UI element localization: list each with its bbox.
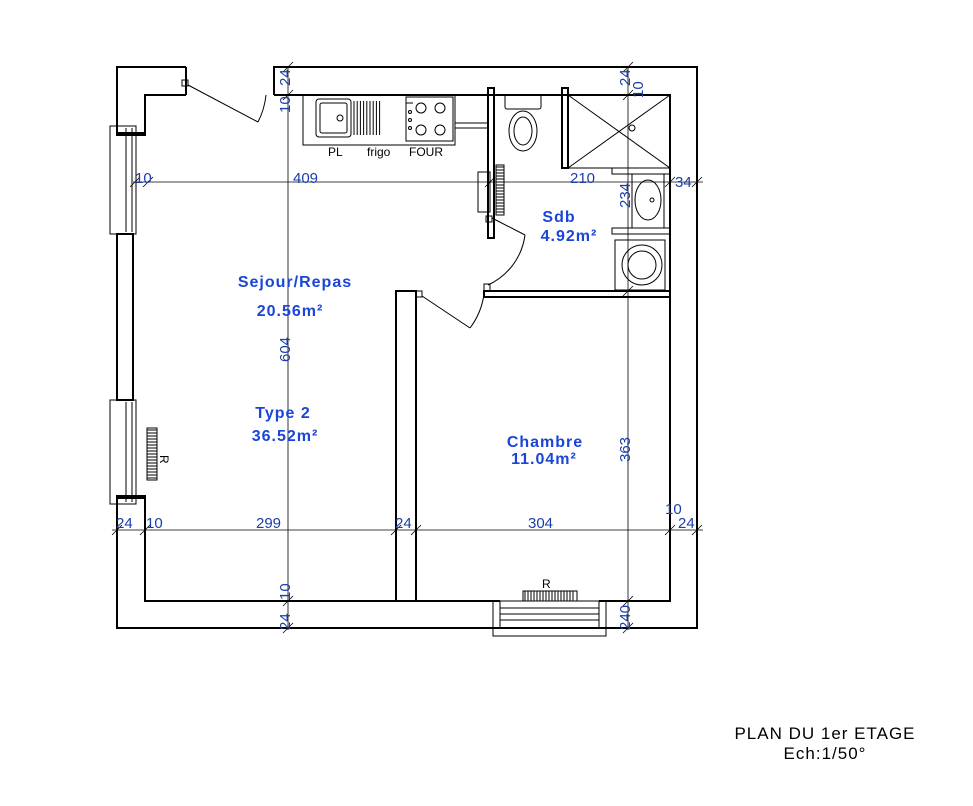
sdb-name: Sdb	[542, 209, 575, 226]
chambre-area: 11.04m²	[511, 451, 577, 468]
pl-label: PL	[328, 145, 343, 159]
outer-walls	[116, 66, 698, 629]
radiator-label: R	[542, 577, 551, 591]
sdb-area: 4.92m²	[541, 228, 598, 245]
dim-24-right: 24	[678, 515, 695, 532]
frigo-label: frigo	[367, 145, 391, 159]
bathroom	[477, 94, 671, 291]
dim-409: 409	[293, 170, 318, 187]
dim-10-right: 10	[665, 501, 682, 518]
dim-10-bottom-left: 10	[277, 583, 294, 600]
dim-10-top-left: 10	[277, 96, 294, 113]
dim-34: 34	[675, 174, 692, 191]
sdb-radiator-icon	[477, 164, 505, 216]
four-label: FOUR	[409, 145, 443, 159]
sejour-name: Sejour/Repas	[238, 274, 352, 291]
dim-240: 240	[617, 605, 634, 630]
dim-24-mid: 24	[395, 515, 412, 532]
shower-icon	[567, 94, 671, 169]
dim-10-left: 10	[135, 170, 152, 187]
left-windows	[109, 125, 137, 505]
entry-door	[181, 79, 267, 123]
cooktop-icon	[405, 96, 454, 142]
dim-24-left: 24	[116, 515, 133, 532]
plan-title: PLAN DU 1er ETAGE Ech:1/50°	[715, 724, 935, 764]
dim-10-top-right: 10	[630, 81, 647, 98]
washer-icon	[614, 239, 666, 291]
chambre-name: Chambre	[507, 434, 583, 451]
toilet-icon	[504, 94, 542, 152]
plan-title-line1: PLAN DU 1er ETAGE	[734, 724, 916, 743]
dim-363: 363	[617, 437, 634, 462]
bottom-window	[492, 600, 607, 637]
dim-24-top-left: 24	[277, 69, 294, 86]
dim-10-bottom: 10	[146, 515, 163, 532]
sdb-door	[483, 215, 526, 292]
sejour-radiator-icon: R	[146, 427, 171, 481]
dim-24-top-right: 24	[617, 69, 634, 86]
chambre-door	[415, 290, 485, 329]
washbasin-icon	[631, 173, 665, 229]
dim-24-bottom-left: 24	[277, 613, 294, 630]
kitchen: PL frigo FOUR	[302, 94, 456, 159]
dim-210: 210	[570, 170, 595, 187]
dim-234: 234	[617, 183, 634, 208]
dim-299: 299	[256, 515, 281, 532]
dimension-lines	[111, 61, 703, 634]
dim-304: 304	[528, 515, 553, 532]
chambre-radiator-icon: R	[522, 577, 578, 602]
type-area: 36.52m²	[252, 428, 319, 445]
sink-icon	[315, 98, 381, 138]
dim-604: 604	[277, 337, 294, 362]
type-name: Type 2	[255, 405, 311, 422]
svg-text:R: R	[157, 455, 171, 464]
plan-scale: Ech:1/50°	[783, 744, 867, 763]
sejour-area: 20.56m²	[257, 303, 324, 320]
